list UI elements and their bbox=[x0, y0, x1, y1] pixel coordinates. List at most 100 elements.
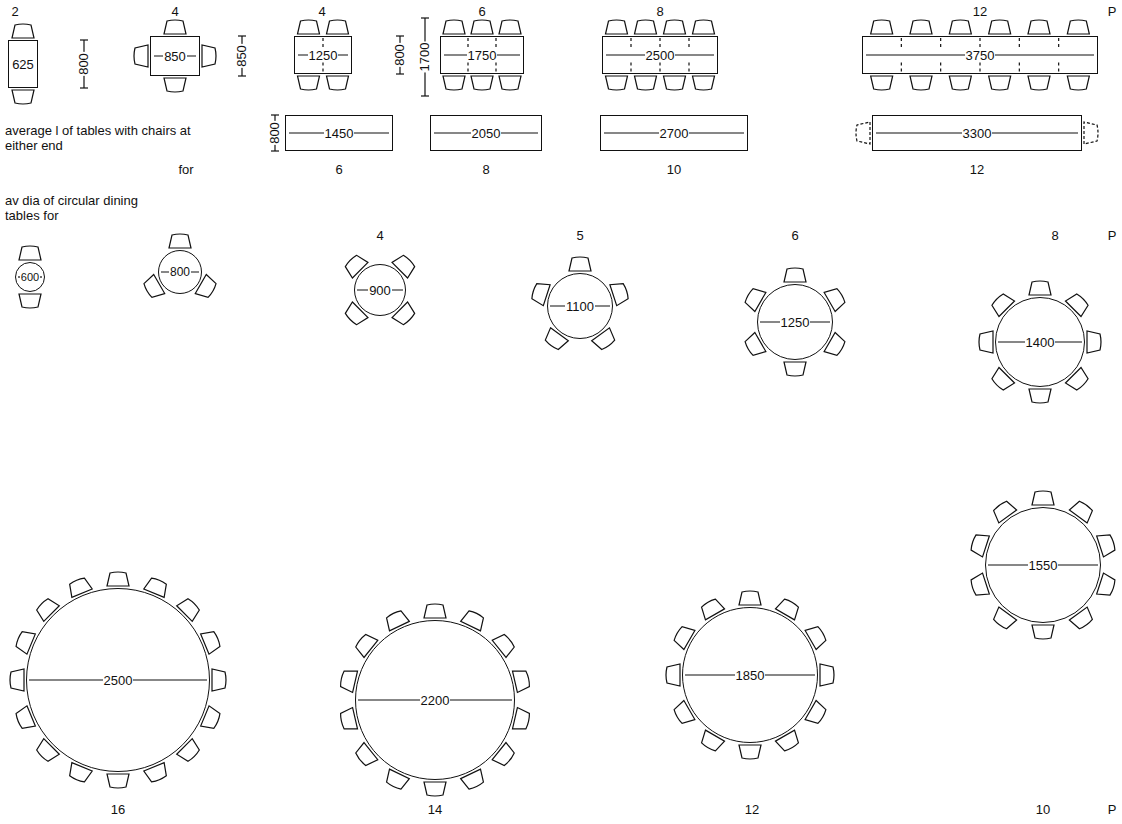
dimension-label: 1700 bbox=[418, 42, 433, 73]
chair bbox=[989, 20, 1011, 34]
chair bbox=[672, 623, 695, 649]
chair bbox=[775, 730, 801, 753]
seat-count: 10 bbox=[1036, 803, 1050, 818]
unit-divider bbox=[659, 38, 660, 47]
chair bbox=[910, 20, 932, 34]
table-dimension: 2500 bbox=[645, 49, 676, 62]
seat-count: 8 bbox=[656, 5, 663, 20]
chair bbox=[871, 76, 893, 90]
unit-divider bbox=[688, 38, 689, 47]
chair bbox=[1097, 532, 1117, 557]
table-dimension: 2050 bbox=[471, 127, 502, 140]
chair bbox=[195, 274, 218, 300]
chair bbox=[499, 76, 521, 90]
chair bbox=[12, 90, 34, 104]
chair bbox=[542, 328, 568, 352]
round-table: 1550 bbox=[985, 507, 1101, 623]
chair bbox=[343, 253, 368, 278]
chair bbox=[1069, 607, 1095, 631]
chair bbox=[12, 24, 34, 38]
chair bbox=[1067, 20, 1089, 34]
table-dimension: 2200 bbox=[420, 694, 451, 707]
chair bbox=[67, 763, 93, 784]
dimension-label: 850 bbox=[235, 44, 250, 68]
dimension-line bbox=[396, 35, 404, 36]
table-dimension: 1250 bbox=[308, 49, 339, 62]
chair bbox=[169, 234, 191, 248]
unit-divider bbox=[940, 63, 941, 72]
chair bbox=[1065, 291, 1090, 316]
table-dimension: 1850 bbox=[735, 669, 766, 682]
round-table: 2200 bbox=[355, 620, 515, 780]
chair bbox=[298, 76, 320, 90]
chair bbox=[743, 285, 766, 311]
seat-count: 8 bbox=[1051, 229, 1058, 244]
chair bbox=[989, 76, 1011, 90]
chair bbox=[698, 597, 724, 620]
chair bbox=[201, 706, 222, 732]
table-dimension: 625 bbox=[11, 58, 35, 71]
round-table: 900 bbox=[354, 264, 406, 316]
unit-divider bbox=[1058, 63, 1059, 72]
chair bbox=[107, 572, 129, 586]
round-table: 1400 bbox=[995, 297, 1085, 387]
chair bbox=[212, 669, 226, 691]
chair bbox=[201, 629, 222, 655]
seat-count: 12 bbox=[970, 163, 984, 178]
seat-count: for bbox=[178, 163, 193, 178]
rect-table: 2500 bbox=[602, 36, 718, 74]
chair bbox=[202, 45, 216, 67]
rect-table: 1250 bbox=[294, 36, 352, 74]
seat-count: 2 bbox=[11, 5, 18, 20]
chair bbox=[784, 362, 806, 376]
chair bbox=[327, 76, 349, 90]
table-dimension: 1250 bbox=[780, 316, 811, 329]
seat-count: P bbox=[1108, 5, 1117, 20]
chair bbox=[949, 76, 971, 90]
chair bbox=[443, 76, 465, 90]
dimension-label: 800 bbox=[77, 52, 92, 76]
table-dimension: 1450 bbox=[324, 127, 355, 140]
rect-table: 3300 bbox=[872, 115, 1082, 151]
chair bbox=[606, 76, 628, 90]
dimension-line bbox=[396, 73, 404, 74]
note-text: average l of tables with chairs at eithe… bbox=[5, 124, 205, 154]
chair bbox=[424, 782, 446, 796]
chair bbox=[824, 285, 847, 311]
unit-divider bbox=[901, 63, 902, 72]
chair bbox=[664, 20, 686, 34]
table-dimension: 900 bbox=[368, 284, 392, 297]
round-table: 1850 bbox=[682, 607, 818, 743]
chair bbox=[339, 708, 358, 733]
rect-table: 1750 bbox=[440, 36, 524, 74]
unit-divider bbox=[901, 38, 902, 47]
chair bbox=[177, 739, 202, 764]
chair bbox=[784, 268, 806, 282]
chair bbox=[743, 332, 766, 358]
chair bbox=[383, 609, 409, 631]
unit-divider bbox=[630, 63, 631, 72]
chair bbox=[392, 302, 417, 327]
chair bbox=[820, 664, 834, 686]
chair bbox=[144, 763, 170, 784]
chair bbox=[14, 706, 35, 732]
chair bbox=[910, 76, 932, 90]
chair bbox=[739, 591, 761, 605]
rect-table: 2050 bbox=[430, 115, 542, 151]
seat-count: P bbox=[1108, 803, 1117, 818]
unit-divider bbox=[322, 38, 323, 47]
seat-count: 14 bbox=[428, 803, 442, 818]
table-dimension: 2700 bbox=[659, 127, 690, 140]
chair bbox=[164, 20, 186, 34]
dimension-line bbox=[80, 87, 88, 88]
chair bbox=[107, 774, 129, 788]
unit-divider bbox=[322, 63, 323, 72]
chair bbox=[672, 700, 695, 726]
chair bbox=[1032, 491, 1054, 505]
dimension-line bbox=[271, 150, 279, 151]
unit-divider bbox=[940, 38, 941, 47]
unit-divider bbox=[630, 38, 631, 47]
chair bbox=[635, 76, 657, 90]
unit-divider bbox=[659, 63, 660, 72]
table-dimension: 1100 bbox=[565, 300, 595, 313]
